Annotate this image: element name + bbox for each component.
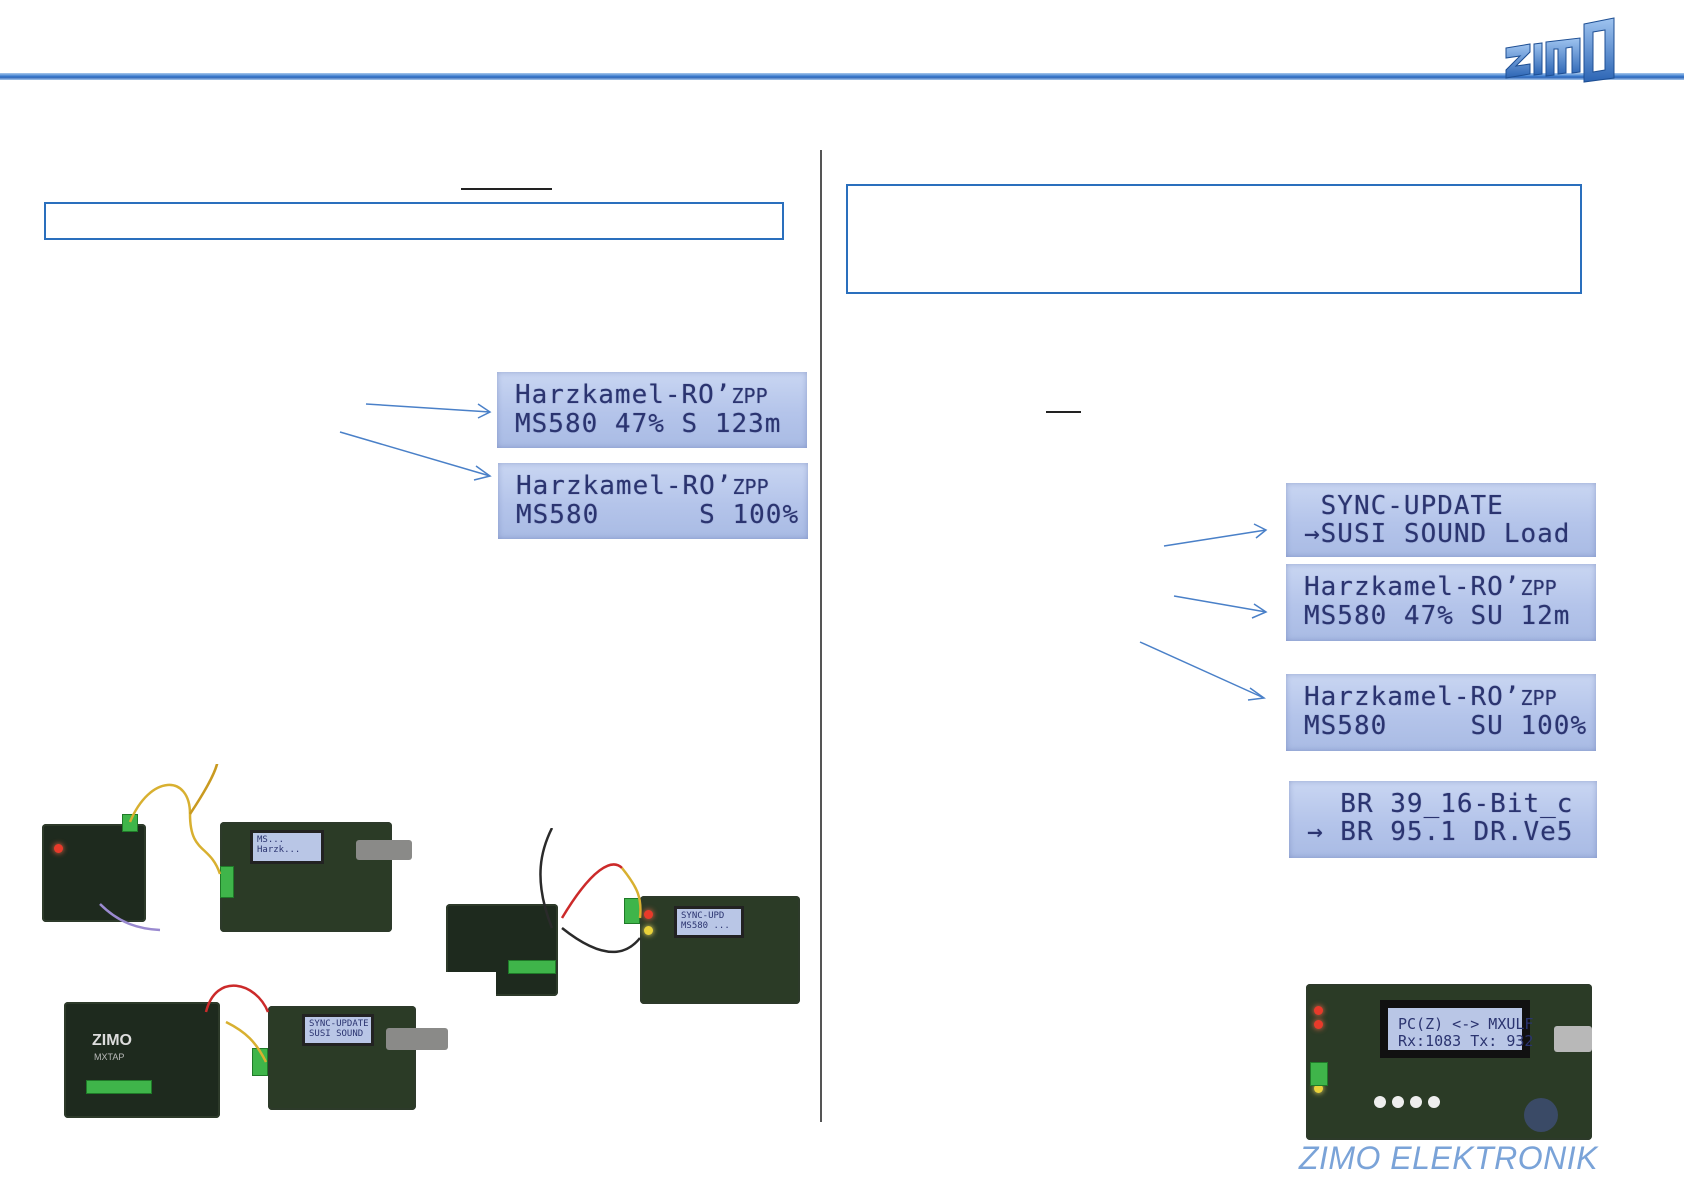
led-yellow [644, 926, 653, 935]
photo-update-setup-1: MS... Harzk... [40, 764, 420, 936]
device-lcd-line-1: SYNC-UPDATE [309, 1019, 369, 1029]
rotary-knob [1524, 1098, 1558, 1132]
left-info-box [44, 202, 784, 240]
lcd-line-1: Harzkamel-RO’ [1304, 682, 1521, 712]
lcd-line-1: Harzkamel-RO’ [1304, 572, 1521, 602]
button [1392, 1096, 1404, 1108]
device-lcd-line-2: Harzk... [257, 845, 301, 855]
photo-update-device: PC(Z) <-> MXULF Rx:1083 Tx: 932 [1302, 980, 1596, 1146]
wires [204, 984, 270, 1063]
lcd-line-1: BR 39_16-Bit_c [1307, 789, 1574, 819]
zimo-logo [1505, 17, 1615, 83]
lcd-line-1: SYNC-UPDATE [1304, 491, 1504, 521]
photo-update-setup-2: SYNC-UPD MS580 ... [412, 828, 812, 1004]
led-red [1314, 1020, 1323, 1029]
mxtap-brand: ZIMO [92, 1032, 132, 1049]
button [1428, 1096, 1440, 1108]
led-yellow [1314, 1084, 1323, 1093]
lcd-display-2: Harzkamel-RO’ZPP MS580 S 100% [498, 463, 808, 539]
left-arrows [339, 403, 492, 481]
device-lcd-line-2: SUSI SOUND [309, 1029, 364, 1039]
device-lcd-line-2: MS580 ... [681, 921, 730, 931]
lcd-display-6: BR 39_16-Bit_c → BR 95.1 DR.Ve5 [1289, 781, 1597, 858]
lcd-tag: ZPP [731, 384, 768, 408]
terminal-block [252, 1048, 268, 1076]
led-red [54, 844, 63, 853]
lcd-line-2: MS580 47% S 123m [515, 409, 782, 439]
device-lcd: PC(Z) <-> MXULF Rx:1083 Tx: 932 [1380, 1000, 1534, 1058]
usb-port [1554, 1026, 1592, 1052]
button [1410, 1096, 1422, 1108]
device-lcd-line-2: Rx:1083 Tx: 932 [1398, 1032, 1534, 1050]
mxtap-model: MXTAP [94, 1052, 125, 1062]
lcd-display-3: SYNC-UPDATE →SUSI SOUND Load [1286, 483, 1596, 557]
lcd-line-2: MS580 S 100% [516, 500, 800, 530]
led-red [644, 910, 653, 919]
button [1374, 1096, 1386, 1108]
device-lcd-line-1: PC(Z) <-> MXULF [1398, 1015, 1534, 1033]
lcd-line-2: MS580 SU 100% [1304, 711, 1588, 741]
terminal-block [1310, 1062, 1328, 1086]
lcd-tag: ZPP [732, 475, 769, 499]
wires [539, 828, 642, 954]
column-divider [820, 150, 822, 1122]
photo-update-setup-3: ZIMO MXTAP SYNC-UPDATE SUSI SOUND [56, 972, 496, 1136]
wires [99, 764, 222, 932]
lcd-line-2: MS580 47% SU 12m [1304, 601, 1571, 631]
decoder-board [42, 824, 146, 922]
lcd-display-4: Harzkamel-RO’ZPP MS580 47% SU 12m [1286, 564, 1596, 641]
terminal-block [86, 1080, 152, 1094]
lcd-line-1: Harzkamel-RO’ [516, 471, 733, 501]
mxtap-board [64, 1002, 220, 1118]
lcd-display-5: Harzkamel-RO’ZPP MS580 SU 100% [1286, 674, 1596, 751]
right-info-box [846, 184, 1582, 294]
usb-stick [356, 840, 412, 860]
usb-stick [386, 1028, 448, 1050]
underline-mark [461, 188, 552, 190]
device-lcd: MS... Harzk... [250, 830, 324, 864]
footer-brand: ZIMO ELEKTRONIK [1298, 1140, 1598, 1176]
underline-mark [1046, 411, 1081, 413]
device-lcd: SYNC-UPDATE SUSI SOUND [302, 1014, 374, 1046]
terminal-block [122, 814, 138, 832]
led-red [1314, 1006, 1323, 1015]
lcd-tag: ZPP [1520, 576, 1557, 600]
terminal-block [220, 866, 234, 898]
device-lcd-line-1: SYNC-UPD [681, 911, 725, 921]
lcd-display-1: Harzkamel-RO’ZPP MS580 47% S 123m [497, 372, 807, 448]
lcd-line-2: → BR 95.1 DR.Ve5 [1307, 817, 1574, 847]
lcd-line-1: Harzkamel-RO’ [515, 380, 732, 410]
terminal-block [508, 960, 556, 974]
lcd-tag: ZPP [1520, 686, 1557, 710]
header-rule [0, 73, 1684, 80]
device-lcd: SYNC-UPD MS580 ... [674, 906, 744, 938]
device-lcd-line-1: MS... [257, 835, 285, 845]
right-arrows [1139, 523, 1268, 701]
lcd-line-2: →SUSI SOUND Load [1304, 519, 1571, 549]
